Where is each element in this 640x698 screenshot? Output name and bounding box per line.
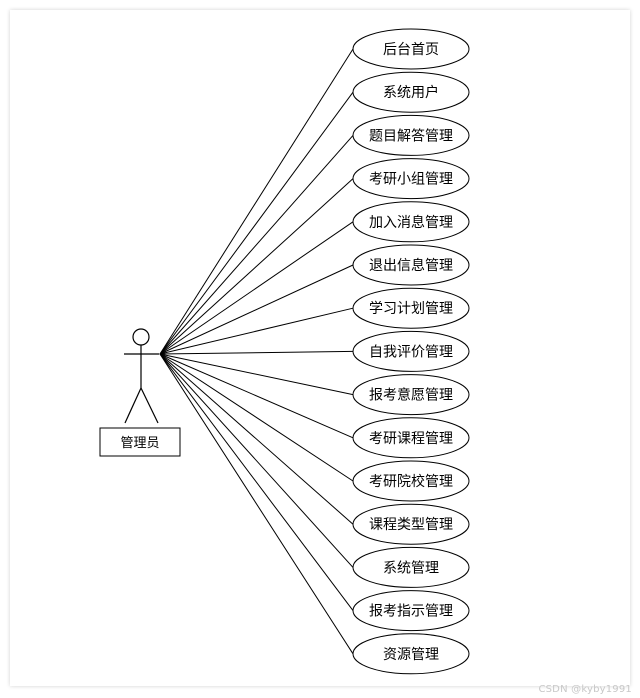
association-line bbox=[159, 353, 354, 525]
use-case: 题目解答管理 bbox=[352, 114, 470, 156]
use-case-ellipse bbox=[352, 460, 470, 502]
use-case-ellipse bbox=[352, 330, 470, 372]
use-case-ellipse bbox=[352, 503, 470, 545]
association-line bbox=[159, 135, 354, 355]
use-case: 系统管理 bbox=[352, 546, 470, 588]
use-case-label: 自我评价管理 bbox=[369, 344, 453, 360]
use-case: 考研小组管理 bbox=[352, 158, 470, 200]
use-case-label: 资源管理 bbox=[383, 647, 439, 663]
use-case-ellipse bbox=[352, 28, 470, 70]
use-case-ellipse bbox=[352, 590, 470, 632]
use-case: 后台首页 bbox=[352, 28, 470, 70]
use-case-ellipse bbox=[352, 546, 470, 588]
use-case-label: 报考意愿管理 bbox=[369, 387, 453, 404]
association-line bbox=[159, 264, 354, 355]
association-line bbox=[159, 353, 354, 611]
diagram-frame bbox=[10, 10, 630, 686]
use-case-ellipse bbox=[352, 158, 470, 200]
association-line bbox=[159, 350, 354, 355]
use-case-label: 系统用户 bbox=[383, 84, 439, 101]
use-case-label: 报考指示管理 bbox=[369, 604, 453, 620]
use-case-ellipse bbox=[352, 287, 470, 329]
actor-right-leg bbox=[140, 387, 159, 424]
association-lines bbox=[159, 48, 354, 655]
use-case: 考研院校管理 bbox=[352, 460, 470, 502]
use-case-label: 题目解答管理 bbox=[369, 127, 453, 144]
actor-left-leg bbox=[124, 387, 142, 424]
use-case: 退出信息管理 bbox=[352, 244, 470, 286]
association-line bbox=[159, 307, 354, 355]
use-case-ellipse bbox=[352, 374, 470, 416]
use-case-label: 考研课程管理 bbox=[369, 431, 453, 447]
association-line bbox=[159, 353, 354, 568]
use-case-label: 加入消息管理 bbox=[369, 214, 453, 231]
use-case-label: 后台首页 bbox=[383, 42, 439, 58]
association-line bbox=[159, 48, 354, 355]
use-case-label: 考研小组管理 bbox=[369, 172, 453, 188]
association-line bbox=[159, 353, 354, 396]
watermark: CSDN @kyby1991 bbox=[538, 684, 632, 695]
use-case: 考研课程管理 bbox=[352, 417, 470, 459]
use-case-label: 退出信息管理 bbox=[369, 257, 453, 274]
association-line bbox=[159, 91, 354, 355]
use-case-ellipse bbox=[352, 114, 470, 156]
association-line bbox=[159, 178, 354, 355]
use-case-ellipse bbox=[352, 244, 470, 286]
use-case-label: 课程类型管理 bbox=[369, 517, 453, 533]
use-case: 报考指示管理 bbox=[352, 590, 470, 632]
use-case: 系统用户 bbox=[352, 71, 470, 113]
use-case-label: 系统管理 bbox=[383, 560, 439, 576]
use-cases: 后台首页系统用户题目解答管理考研小组管理加入消息管理退出信息管理学习计划管理自我… bbox=[352, 28, 470, 675]
association-line bbox=[159, 353, 354, 655]
association-line bbox=[159, 353, 354, 482]
use-case: 资源管理 bbox=[352, 633, 470, 675]
use-case: 学习计划管理 bbox=[352, 287, 470, 329]
use-case-label: 学习计划管理 bbox=[369, 301, 453, 317]
actor-label: 管理员 bbox=[120, 436, 159, 451]
use-case-ellipse bbox=[352, 633, 470, 675]
use-case: 加入消息管理 bbox=[352, 201, 470, 243]
use-case: 课程类型管理 bbox=[352, 503, 470, 545]
use-case-ellipse bbox=[352, 201, 470, 243]
use-case: 报考意愿管理 bbox=[352, 374, 470, 416]
use-case-ellipse bbox=[352, 71, 470, 113]
use-case: 自我评价管理 bbox=[352, 330, 470, 372]
actor-label-box bbox=[99, 427, 181, 457]
association-line bbox=[159, 221, 354, 355]
use-case-ellipse bbox=[352, 417, 470, 459]
association-line bbox=[159, 353, 354, 439]
actor-figure bbox=[124, 328, 159, 424]
use-case-label: 考研院校管理 bbox=[369, 473, 453, 490]
actor-head bbox=[132, 328, 150, 346]
